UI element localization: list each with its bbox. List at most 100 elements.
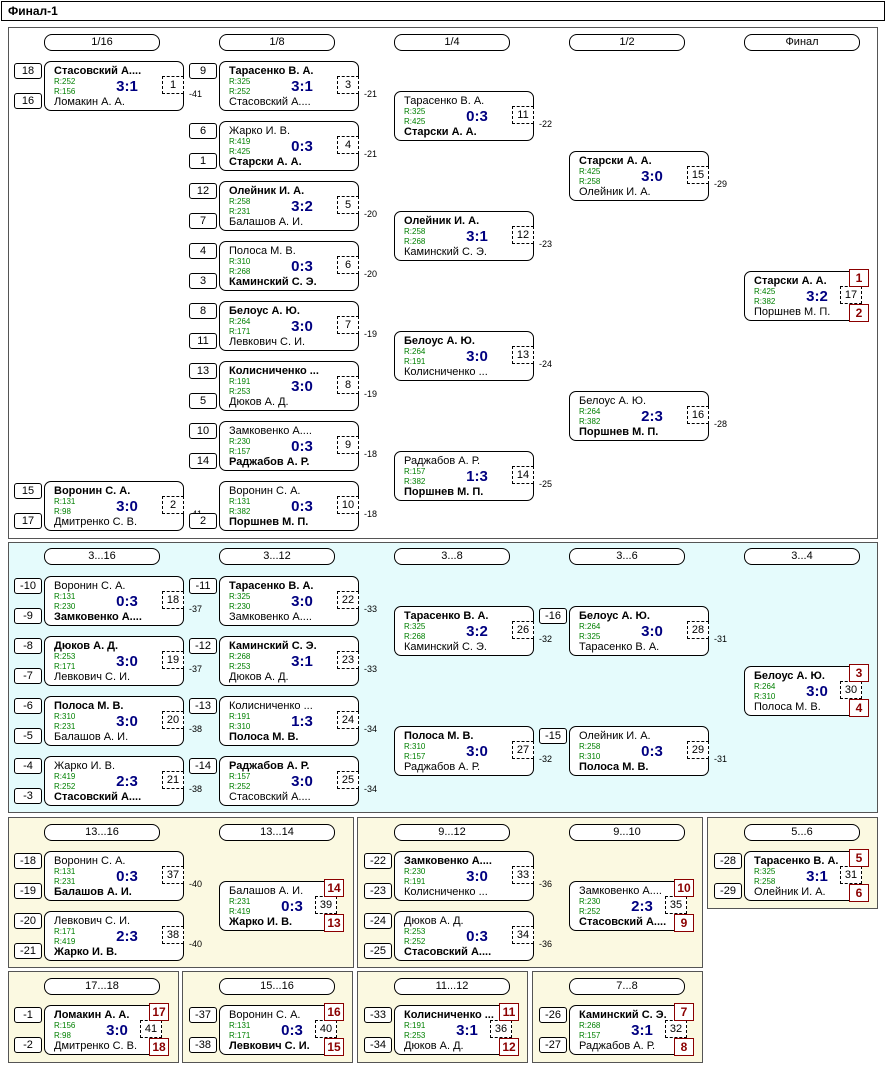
player-top: Раджабов А. Р. <box>404 455 481 467</box>
loser-goes-to: -38 <box>189 784 203 794</box>
player-bottom: Поршнев М. П. <box>579 426 659 438</box>
loser-goes-to: -22 <box>539 119 553 129</box>
match-number: 16 <box>687 406 709 424</box>
place-top: 5 <box>849 849 869 867</box>
player-top: Замковенко А.... <box>579 885 662 897</box>
player-top: Воронин С. А. <box>229 485 301 497</box>
loser-goes-to: -19 <box>364 389 378 399</box>
match-number: 40 <box>315 1020 337 1038</box>
seed-top: -14 <box>189 758 217 774</box>
rating-top: R:264 <box>229 317 251 326</box>
rating-top: R:325 <box>754 867 776 876</box>
rating-bottom: R:157 <box>579 1031 601 1040</box>
match-number: 20 <box>162 711 184 729</box>
rating-top: R:425 <box>579 167 601 176</box>
rating-top: R:230 <box>579 897 601 906</box>
player-bottom: Жарко И. В. <box>54 946 118 958</box>
match-number: 33 <box>512 866 534 884</box>
rating-bottom: R:382 <box>404 477 426 486</box>
round-header-m4: 1/4 <box>394 34 510 51</box>
match-score: 0:3 <box>291 138 313 155</box>
player-bottom: Дюков А. Д. <box>229 671 289 683</box>
match-score: 3:0 <box>116 713 138 730</box>
seed-bottom: -23 <box>364 883 392 899</box>
rating-bottom: R:171 <box>54 662 76 671</box>
seed-top: -28 <box>714 853 742 869</box>
player-top: Полоса М. В. <box>229 245 296 257</box>
match-number: 15 <box>687 166 709 184</box>
seed-top: 4 <box>189 243 217 259</box>
match-score: 3:0 <box>641 168 663 185</box>
rating-top: R:325 <box>229 592 251 601</box>
match-number: 19 <box>162 651 184 669</box>
rating-top: R:230 <box>229 437 251 446</box>
rating-top: R:230 <box>404 867 426 876</box>
match-number: 38 <box>162 926 184 944</box>
seed-bottom: -2 <box>14 1037 42 1053</box>
seed-bottom: -34 <box>364 1037 392 1053</box>
seed-top: -16 <box>539 608 567 624</box>
seed-top: -4 <box>14 758 42 774</box>
match-number: 25 <box>337 771 359 789</box>
rating-top: R:231 <box>229 897 251 906</box>
rating-top: R:157 <box>229 772 251 781</box>
loser-goes-to: -28 <box>714 419 728 429</box>
match-number: 1 <box>162 76 184 94</box>
place-bottom: 13 <box>324 914 344 932</box>
rating-top: R:157 <box>404 467 426 476</box>
match-number: 26 <box>512 621 534 639</box>
rating-top: R:268 <box>579 1021 601 1030</box>
rating-top: R:258 <box>579 742 601 751</box>
rating-bottom: R:425 <box>404 117 426 126</box>
match-score: 3:0 <box>641 623 663 640</box>
rating-top: R:171 <box>54 927 76 936</box>
player-top: Олейник И. А. <box>229 185 305 197</box>
loser-goes-to: -20 <box>364 209 378 219</box>
rating-top: R:258 <box>404 227 426 236</box>
rating-bottom: R:157 <box>404 752 426 761</box>
player-bottom: Старски А. А. <box>229 156 302 168</box>
seed-top: 12 <box>189 183 217 199</box>
